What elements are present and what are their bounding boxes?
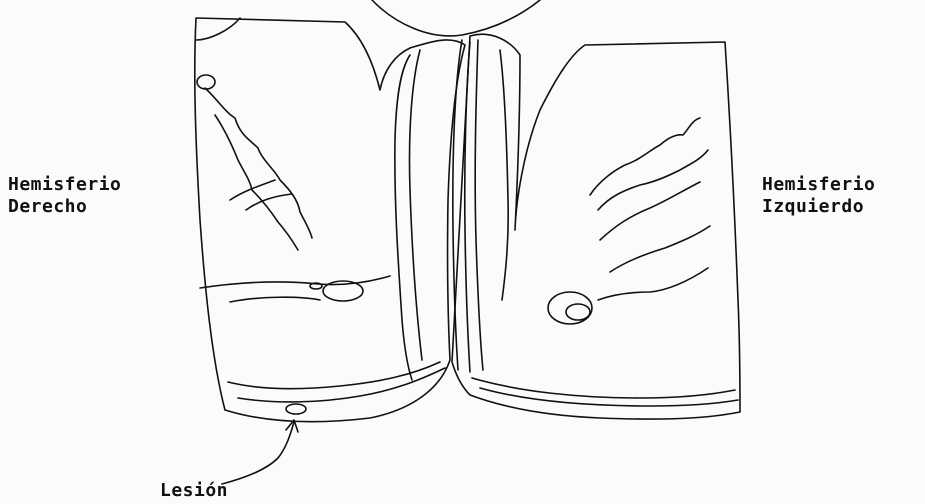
left-hemisphere-gyrus-5: [598, 268, 708, 300]
right-hemisphere-corner: [196, 18, 240, 40]
right-hemisphere-inner-groove-2: [409, 50, 422, 360]
right-hemisphere-lower-band-2: [230, 297, 320, 302]
lesion-arrow-line: [222, 422, 294, 484]
right-hemisphere-outline: [195, 18, 465, 422]
lesion-label: Lesión: [160, 480, 228, 502]
right-hemisphere-label-line1: Hemisferio: [8, 174, 121, 195]
right-hemisphere-gyrus-4: [246, 194, 292, 210]
left-hemisphere-inner-groove: [500, 50, 508, 300]
left-hemisphere-gyrus-4: [610, 226, 710, 272]
lesion-spot: [286, 404, 306, 414]
left-hemisphere-gyrus-2: [598, 150, 708, 210]
left-hemisphere-gyrus-3: [600, 182, 700, 240]
midline-fissure-3: [475, 40, 483, 370]
top-arc: [372, 0, 540, 36]
left-hemisphere-outline: [452, 34, 740, 419]
right-hemisphere-gyrus-1: [205, 88, 312, 238]
right-hemisphere-small-oval: [197, 75, 215, 89]
right-hemisphere-inner-groove: [395, 55, 412, 380]
right-hemisphere-bottom-band-2: [238, 368, 445, 402]
left-hemisphere-label-line2: Izquierdo: [762, 196, 864, 217]
right-hemisphere-label-line2: Derecho: [8, 196, 87, 217]
left-hemisphere-oval-inner: [566, 304, 590, 320]
left-hemisphere-label-line1: Hemisferio: [762, 174, 875, 195]
right-hemisphere-gyrus-2: [215, 115, 298, 250]
